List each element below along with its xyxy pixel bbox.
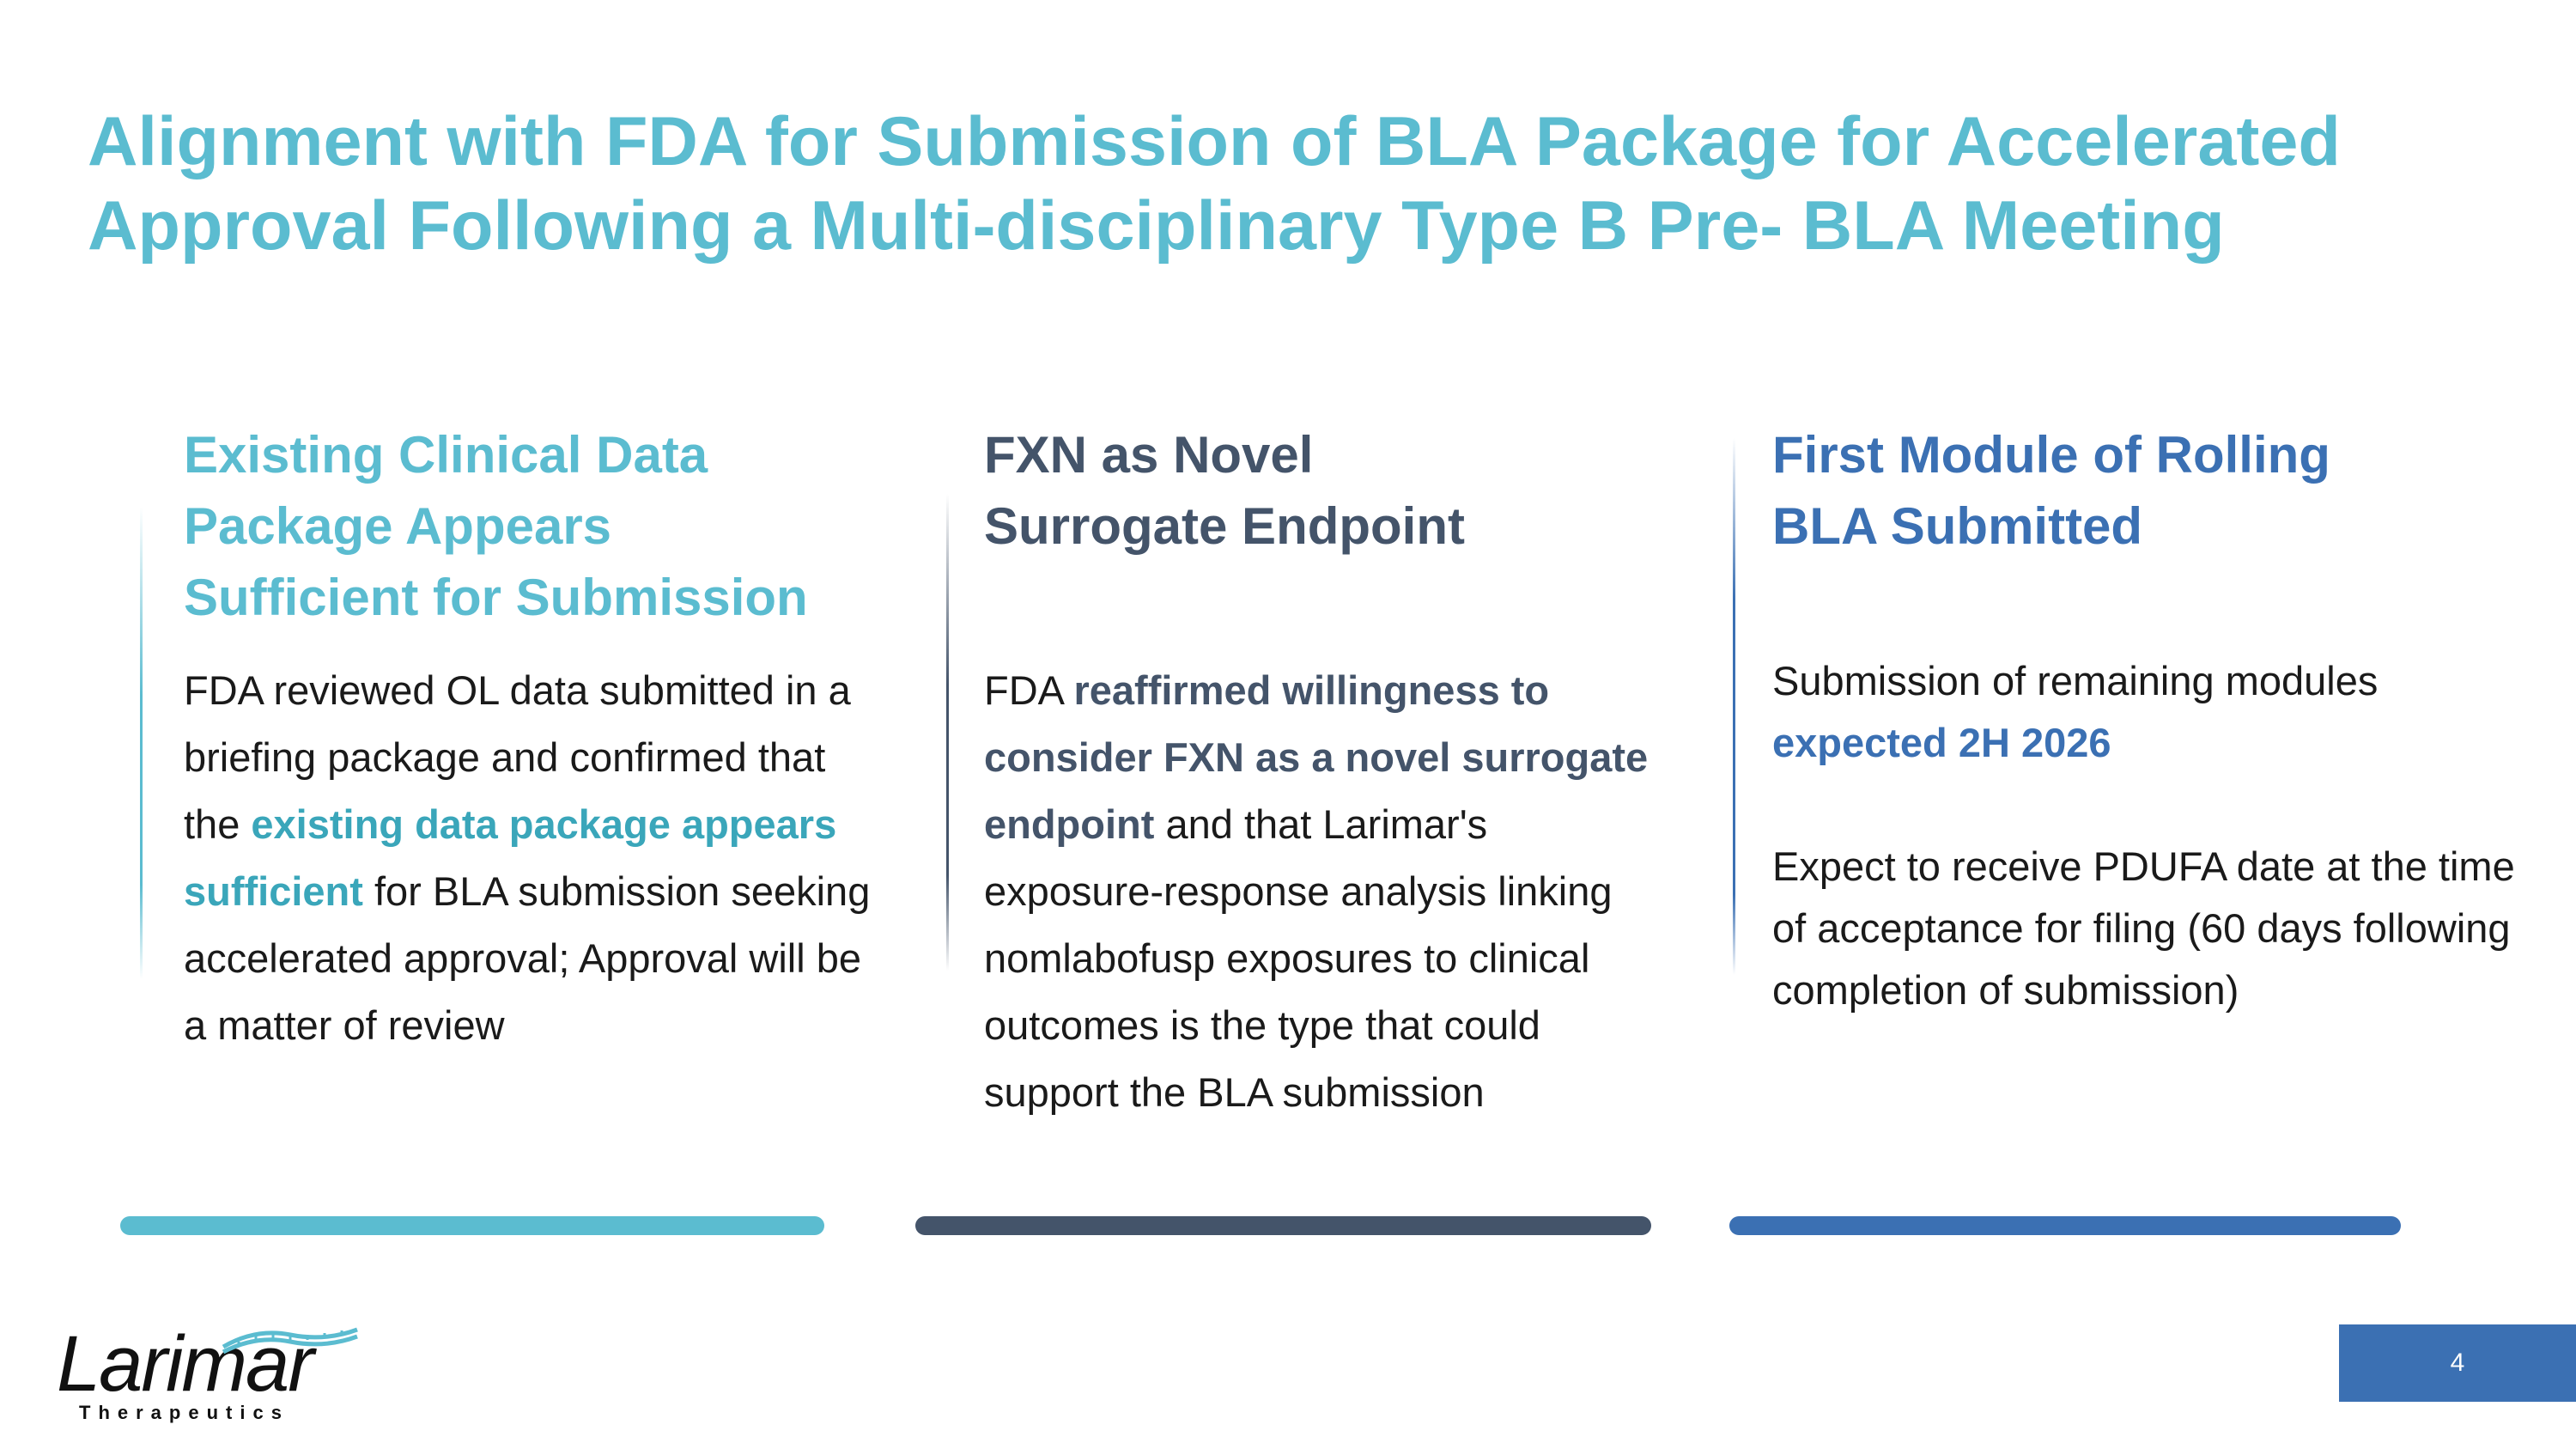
logo-wordmark: Larimar	[57, 1320, 314, 1408]
company-logo: Larimar Therapeutics	[57, 1320, 358, 1423]
column-2-text-2: and that Larimar's exposure-response ana…	[984, 801, 1613, 1115]
column-1-heading: Existing Clinical Data Package Appears S…	[184, 419, 871, 633]
column-3-heading-line-2: BLA Submitted	[1772, 497, 2143, 555]
column-1-heading-line-1: Existing Clinical Data	[184, 426, 708, 484]
column-1-body: FDA reviewed OL data submitted in a brie…	[184, 657, 871, 1059]
logo-helix-icon	[222, 1327, 358, 1355]
column-rolling-bla: First Module of Rolling BLA Submitted Su…	[1772, 419, 2528, 1021]
column-existing-data: Existing Clinical Data Package Appears S…	[184, 419, 871, 1059]
column-2-divider	[946, 494, 949, 971]
column-1-heading-line-2: Package Appears	[184, 497, 612, 555]
column-surrogate-endpoint: FXN as Novel Surrogate Endpoint FDA reaf…	[984, 419, 1662, 1126]
column-1-accent-bar	[120, 1216, 824, 1235]
column-1-text-2: for BLA submission seeking accelerated a…	[184, 868, 871, 1048]
column-1-divider	[140, 507, 143, 979]
column-2-text-1: FDA	[984, 667, 1074, 713]
column-2-heading-line-2: Surrogate Endpoint	[984, 497, 1465, 555]
column-2-accent-bar	[915, 1216, 1651, 1235]
page-number: 4	[2339, 1324, 2576, 1402]
column-3-highlight: expected 2H 2026	[1772, 720, 2111, 765]
column-2-heading: FXN as Novel Surrogate Endpoint	[984, 419, 1662, 562]
column-1-highlight: existing data package appears sufficient	[184, 801, 837, 914]
column-3-heading: First Module of Rolling BLA Submitted	[1772, 419, 2528, 562]
column-2-body: FDA reaffirmed willingness to consider F…	[984, 657, 1662, 1126]
column-3-text-1: Submission of remaining modules	[1772, 658, 2379, 703]
column-1-heading-line-3: Sufficient for Submission	[184, 569, 808, 626]
column-3-paragraph-1: Submission of remaining modules expected…	[1772, 650, 2528, 774]
slide-title: Alignment with FDA for Submission of BLA…	[88, 103, 2341, 265]
column-2-highlight: reaffirmed willingness to consider FXN a…	[984, 667, 1649, 847]
column-1-text-1: FDA reviewed OL data submitted in a brie…	[184, 667, 851, 847]
column-3-accent-bar	[1729, 1216, 2401, 1235]
column-3-paragraph-2: Expect to receive PDUFA date at the time…	[1772, 843, 2515, 1013]
column-2-heading-line-1: FXN as Novel	[984, 426, 1314, 484]
column-3-heading-line-1: First Module of Rolling	[1772, 426, 2330, 484]
logo-tagline: Therapeutics	[79, 1402, 289, 1423]
column-3-divider	[1733, 438, 1735, 975]
